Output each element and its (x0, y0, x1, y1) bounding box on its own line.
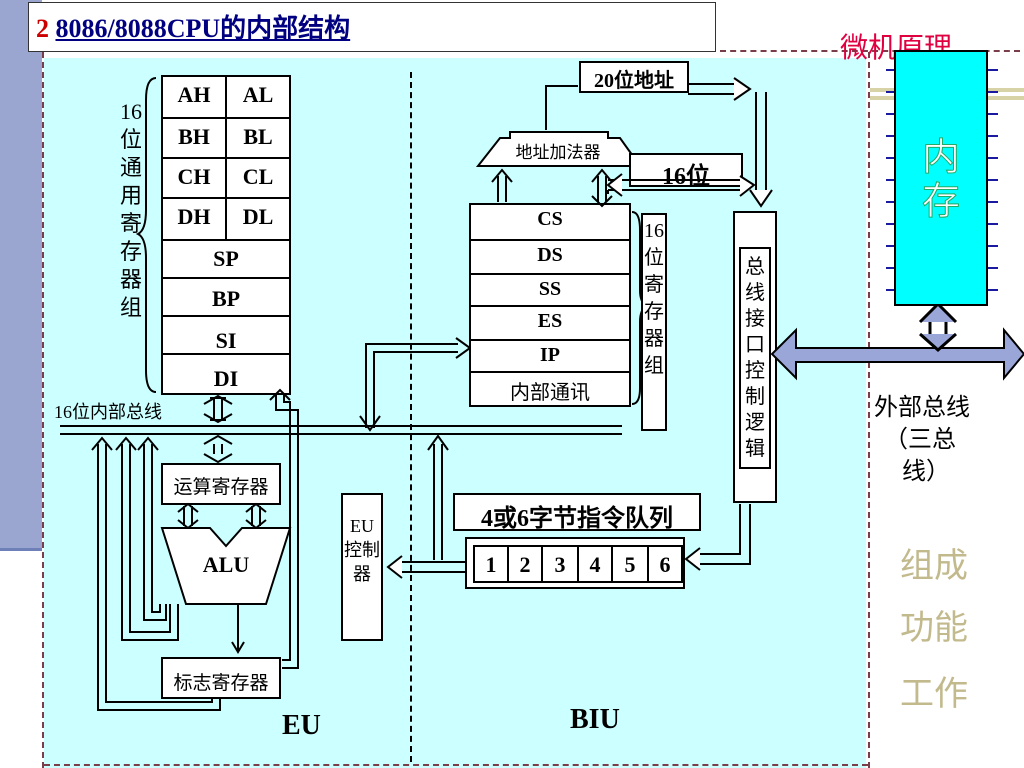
queue-slot-4: 4 (589, 552, 601, 577)
external-bus-label: 外部总线 （三总 线） (874, 392, 970, 488)
flags-register-label: 标志寄存器 (173, 673, 269, 694)
frame-top-dash (720, 50, 1020, 52)
eu-biu-divider (410, 72, 412, 762)
memory-label: 内存 (921, 137, 960, 224)
adder-label: 地址加法器 (515, 143, 601, 162)
alu-label: ALU (202, 552, 250, 577)
bus-ctrl-label: 总线接口控制逻辑 (745, 256, 765, 460)
frame-right-dash (868, 52, 870, 768)
reg-es: ES (537, 310, 563, 332)
reg-internal-comm: 内部通讯 (510, 382, 590, 404)
reg-ah: AH (177, 82, 211, 107)
reg-ss: SS (538, 278, 562, 300)
reg-si: SI (215, 328, 237, 353)
title-box (28, 2, 716, 52)
reg-cl: CL (242, 164, 274, 189)
queue-slot-5: 5 (624, 552, 636, 577)
gp-group-label: 16位通用寄存器组 (119, 99, 142, 320)
external-bus-line1: 外部总线 (874, 395, 970, 421)
section-number: 2 (36, 14, 49, 43)
reg-sp: SP (213, 246, 239, 271)
reg-cs: CS (537, 208, 563, 230)
reg-di: DI (213, 366, 239, 391)
reg-bh: BH (178, 124, 210, 149)
memory-block: 内存 (894, 50, 988, 306)
operand-register-label: 运算寄存器 (173, 477, 269, 498)
queue-slot-6: 6 (659, 552, 671, 577)
reg-dl: DL (242, 204, 274, 229)
reg-al: AL (242, 82, 274, 107)
internal-bus-label: 16位内部总线 (54, 402, 162, 422)
external-bus-line2: （三总 (884, 427, 956, 453)
biu-label: BIU (570, 704, 620, 735)
external-bus-line3: 线） (902, 459, 950, 485)
reg-bl: BL (243, 124, 273, 149)
eu-label: EU (282, 710, 321, 741)
reg-ch: CH (177, 164, 211, 189)
queue-slot-1: 1 (485, 552, 497, 577)
reg-dh: DH (177, 204, 211, 229)
side-menu-function[interactable]: 功能 (900, 610, 968, 647)
bit16-label: 16位 (662, 164, 710, 190)
page-title: 2 8086/8088CPU的内部结构 (36, 8, 350, 45)
reg-bp: BP (211, 286, 241, 311)
left-decor-bar-edge (0, 548, 42, 551)
frame-left-dash (42, 52, 44, 768)
queue-slot-2: 2 (519, 552, 531, 577)
side-menu-work[interactable]: 工作 (900, 676, 968, 713)
reg-ip: IP (540, 344, 560, 366)
left-decor-bar (0, 0, 42, 548)
queue-slot-3: 3 (554, 552, 566, 577)
queue-label: 4或6字节指令队列 (481, 506, 673, 532)
frame-bottom-dash (44, 764, 868, 766)
side-menu-composition[interactable]: 组成 (900, 548, 968, 585)
addr-20-label: 20位地址 (594, 70, 674, 92)
title-link[interactable]: 8086/8088CPU的内部结构 (55, 14, 351, 43)
seg-group-label: 16位寄存器组 (644, 220, 664, 377)
eu-control-label: EU控制器 (344, 516, 380, 584)
reg-ds: DS (537, 244, 563, 266)
